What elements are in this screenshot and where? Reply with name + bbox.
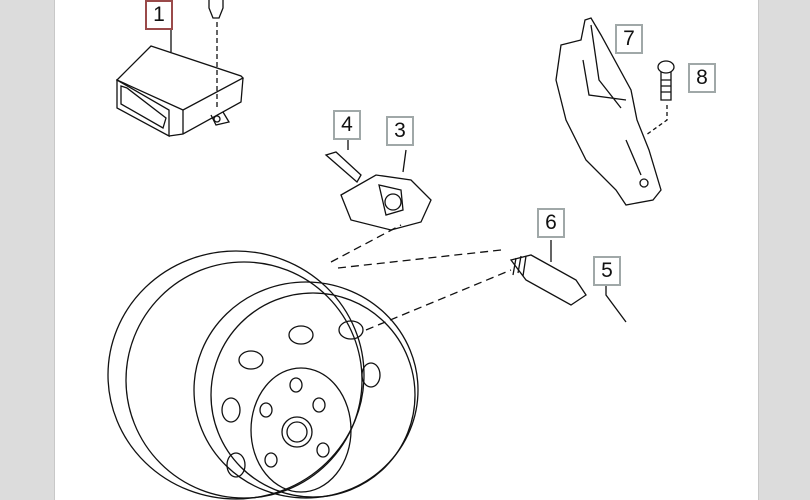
tire-pressure-sensor-part[interactable] bbox=[340, 174, 432, 231]
parts-diagram-canvas: 1 3 4 5 6 7 8 bbox=[54, 0, 759, 500]
callout-3[interactable]: 3 bbox=[386, 116, 414, 146]
diagram-drawing bbox=[107, 0, 675, 500]
control-module-part[interactable] bbox=[115, 0, 245, 138]
sensor-screw-part[interactable] bbox=[324, 140, 407, 184]
callout-7[interactable]: 7 bbox=[615, 24, 643, 54]
wheel-rim-part[interactable] bbox=[107, 250, 419, 500]
callout-6[interactable]: 6 bbox=[537, 208, 565, 238]
callout-5[interactable]: 5 bbox=[593, 256, 621, 286]
valve-part[interactable] bbox=[509, 240, 627, 323]
callout-1[interactable]: 1 bbox=[145, 0, 173, 30]
screw-part[interactable] bbox=[657, 60, 675, 101]
bracket-part[interactable] bbox=[555, 17, 668, 206]
callout-4[interactable]: 4 bbox=[333, 110, 361, 140]
bolt-part bbox=[208, 0, 224, 110]
callout-8[interactable]: 8 bbox=[688, 63, 716, 93]
